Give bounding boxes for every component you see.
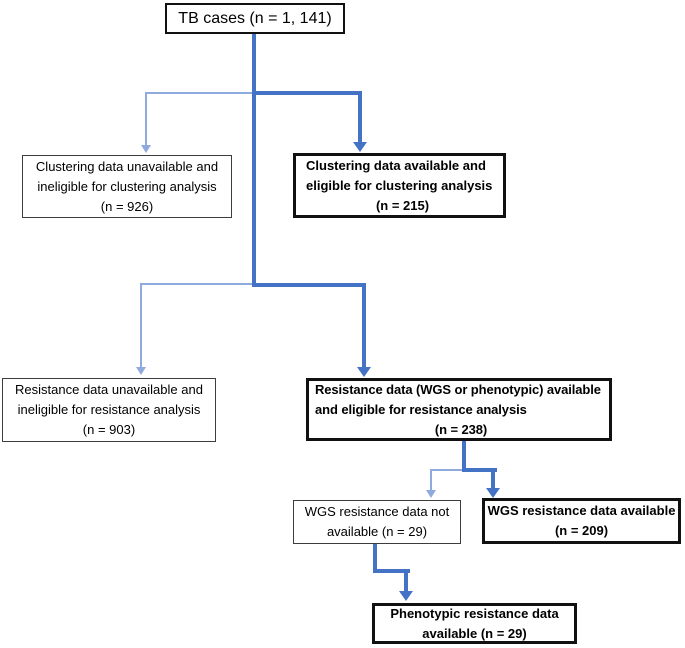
connector-phenotypic-h xyxy=(373,569,410,573)
node-wgs-not-available: WGS resistance data not available (n = 2… xyxy=(293,500,461,544)
arrowhead-down-icon xyxy=(399,591,413,601)
node-line: (n = 238) xyxy=(434,421,488,437)
node-phenotypic-available: Phenotypic resistance data available (n … xyxy=(372,603,577,644)
connector-resistance-included-h xyxy=(252,283,366,287)
node-line: ineligible for resistance analysis xyxy=(17,402,201,417)
node-line: and eligible for resistance analysis xyxy=(315,401,527,417)
node-line: (n = 926) xyxy=(100,198,154,214)
node-line: available (n = 29) xyxy=(422,625,527,641)
node-line: (n = 209) xyxy=(554,523,609,538)
connector-clustering-excluded-v xyxy=(145,92,147,145)
node-line: TB cases (n = 1, 141) xyxy=(178,9,332,27)
node-tb-cases: TB cases (n = 1, 141) xyxy=(165,3,345,34)
node-line: Clustering data available and xyxy=(306,157,486,173)
arrowhead-down-icon xyxy=(426,490,436,498)
arrowhead-down-icon xyxy=(353,142,367,152)
connector-resistance-excluded-v xyxy=(140,283,142,367)
connector-phenotypic-v2 xyxy=(404,569,408,591)
node-line: (n = 903) xyxy=(82,422,136,437)
node-line: Clustering data unavailable and xyxy=(35,158,219,174)
node-wgs-available: WGS resistance data available (n = 209) xyxy=(482,498,681,544)
connector-wgs-stem xyxy=(462,441,466,470)
connector-clustering-excluded-h xyxy=(145,92,254,94)
node-line: ineligible for clustering analysis xyxy=(37,178,217,194)
connector-wgs-available-h xyxy=(462,468,497,472)
node-resistance-unavailable: Resistance data unavailable and ineligib… xyxy=(2,378,216,442)
node-line: WGS resistance data not xyxy=(304,504,450,519)
node-line: (n = 215) xyxy=(375,197,430,213)
connector-wgs-not-available-v xyxy=(430,469,432,490)
connector-main-stem xyxy=(252,33,256,287)
node-line: WGS resistance data available xyxy=(487,503,676,518)
connector-resistance-excluded-h xyxy=(140,283,252,285)
node-resistance-available: Resistance data (WGS or phenotypic) avai… xyxy=(306,378,612,441)
node-clustering-available: Clustering data available and eligible f… xyxy=(293,153,506,218)
node-line: Phenotypic resistance data xyxy=(390,605,559,621)
arrowhead-down-icon xyxy=(136,367,146,375)
connector-clustering-included-v xyxy=(358,91,362,142)
node-line: Resistance data (WGS or phenotypic) avai… xyxy=(315,381,601,397)
arrowhead-down-icon xyxy=(486,488,500,498)
connector-clustering-included-h xyxy=(252,91,362,95)
arrowhead-down-icon xyxy=(141,145,151,153)
connector-phenotypic-v1 xyxy=(373,543,377,573)
node-line: available (n = 29) xyxy=(326,524,428,539)
connector-wgs-not-available-h xyxy=(430,469,464,471)
arrowhead-down-icon xyxy=(357,367,371,377)
node-line: eligible for clustering analysis xyxy=(306,177,493,193)
node-line: Resistance data unavailable and xyxy=(15,382,203,397)
connector-resistance-included-v xyxy=(362,283,366,367)
connector-wgs-available-v xyxy=(491,468,495,488)
node-clustering-unavailable: Clustering data unavailable and ineligib… xyxy=(22,155,232,218)
